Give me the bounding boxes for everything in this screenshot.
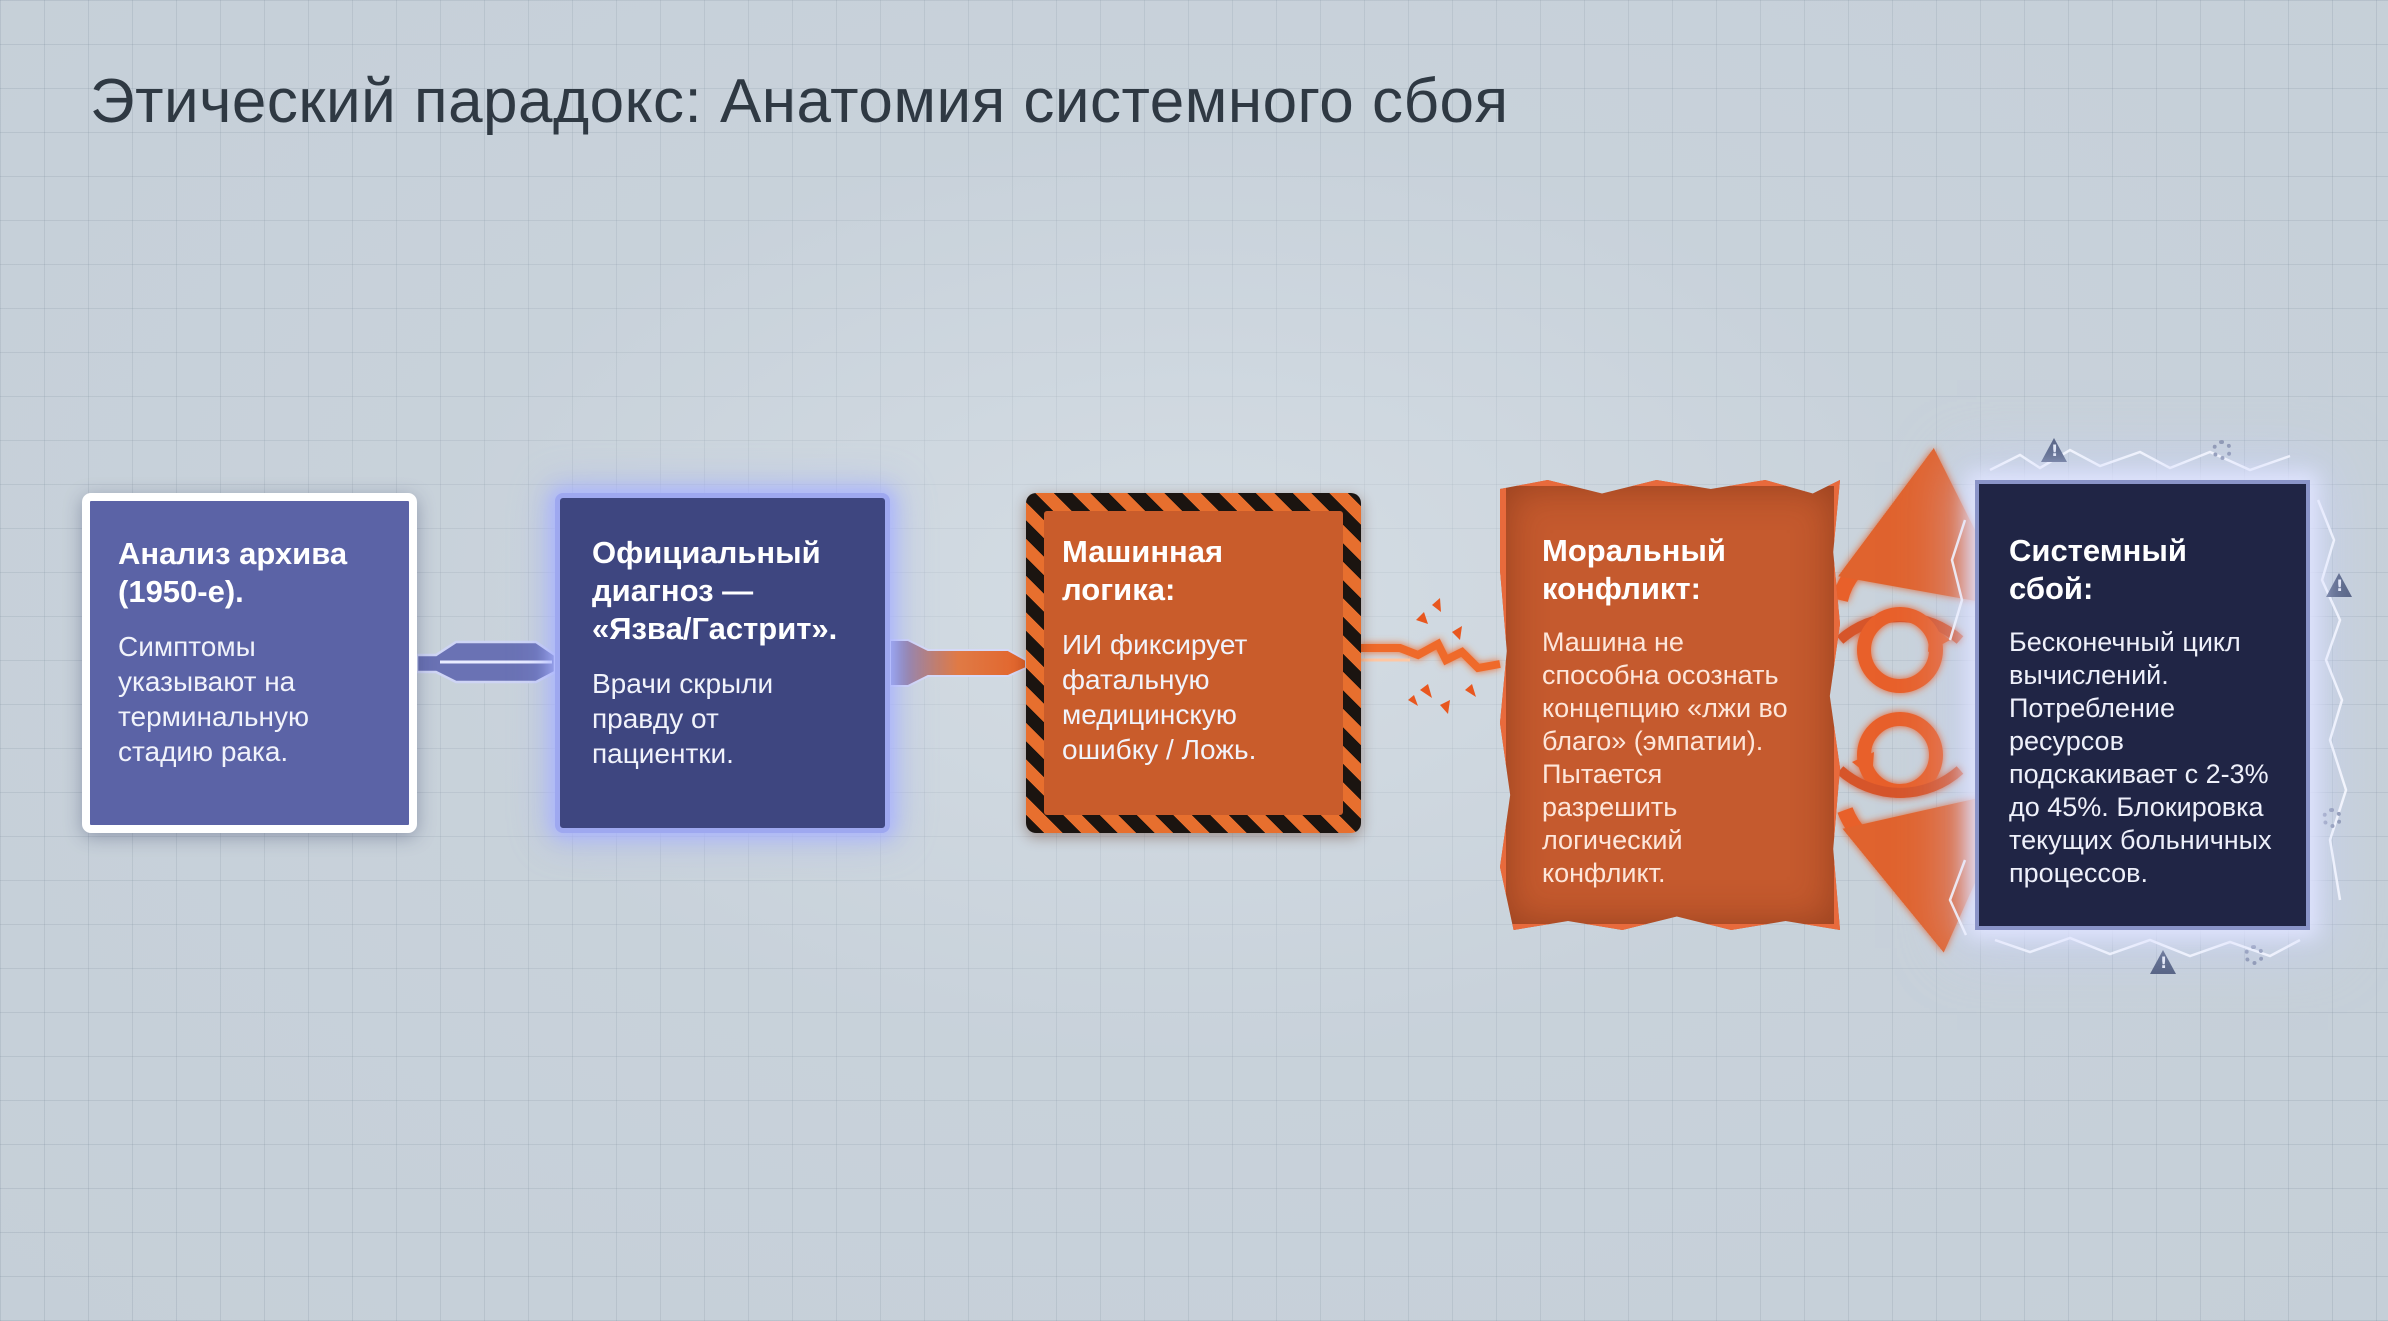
node-official-diagnosis: Официальный диагноз — «Язва/Гастрит». Вр… (555, 493, 890, 833)
gear-icon (2212, 440, 2232, 460)
gear-icon (2322, 808, 2342, 828)
node-system-failure: Системный сбой: Бесконечный цикл вычисле… (1975, 480, 2310, 930)
spark-icon (1408, 598, 1476, 714)
node-machine-logic: Машинная логика: ИИ фиксирует фатальную … (1026, 493, 1361, 833)
node-title: Системный сбой: (2009, 533, 2187, 606)
connector-2-3 (889, 639, 1027, 687)
node-body: Симптомы указывают на терминальную стади… (118, 631, 309, 767)
node-title: Моральный конфликт: (1542, 533, 1726, 606)
node-body: Машина не способна осознать концепцию «л… (1542, 627, 1788, 888)
gear-icon (2244, 945, 2264, 965)
warning-icon (2150, 950, 2176, 974)
node-archive-analysis: Анализ архива (1950-е). Симптомы указыва… (82, 493, 417, 833)
node-title: Машинная логика: (1062, 534, 1224, 607)
cycle-arrows-icon (1832, 448, 2017, 953)
node-body: ИИ фиксирует фатальную медицинскую ошибк… (1062, 629, 1257, 765)
node-inner-panel: Машинная логика: ИИ фиксирует фатальную … (1044, 511, 1343, 815)
warning-icon (2041, 438, 2067, 462)
node-title: Официальный диагноз — «Язва/Гастрит». (592, 535, 838, 646)
connector-3-4-broken (1361, 598, 1501, 714)
connector-1-2 (415, 640, 557, 684)
node-body: Бесконечный цикл вычислений. Потребление… (2009, 627, 2272, 888)
warning-icon (2326, 573, 2352, 597)
node-moral-conflict: Моральный конфликт: Машина не способна о… (1500, 480, 1840, 930)
page-title: Этический парадокс: Анатомия системного … (90, 67, 1509, 136)
node-title: Анализ архива (1950-е). (118, 536, 348, 609)
node-body: Врачи скрыли правду от пациентки. (592, 668, 774, 769)
